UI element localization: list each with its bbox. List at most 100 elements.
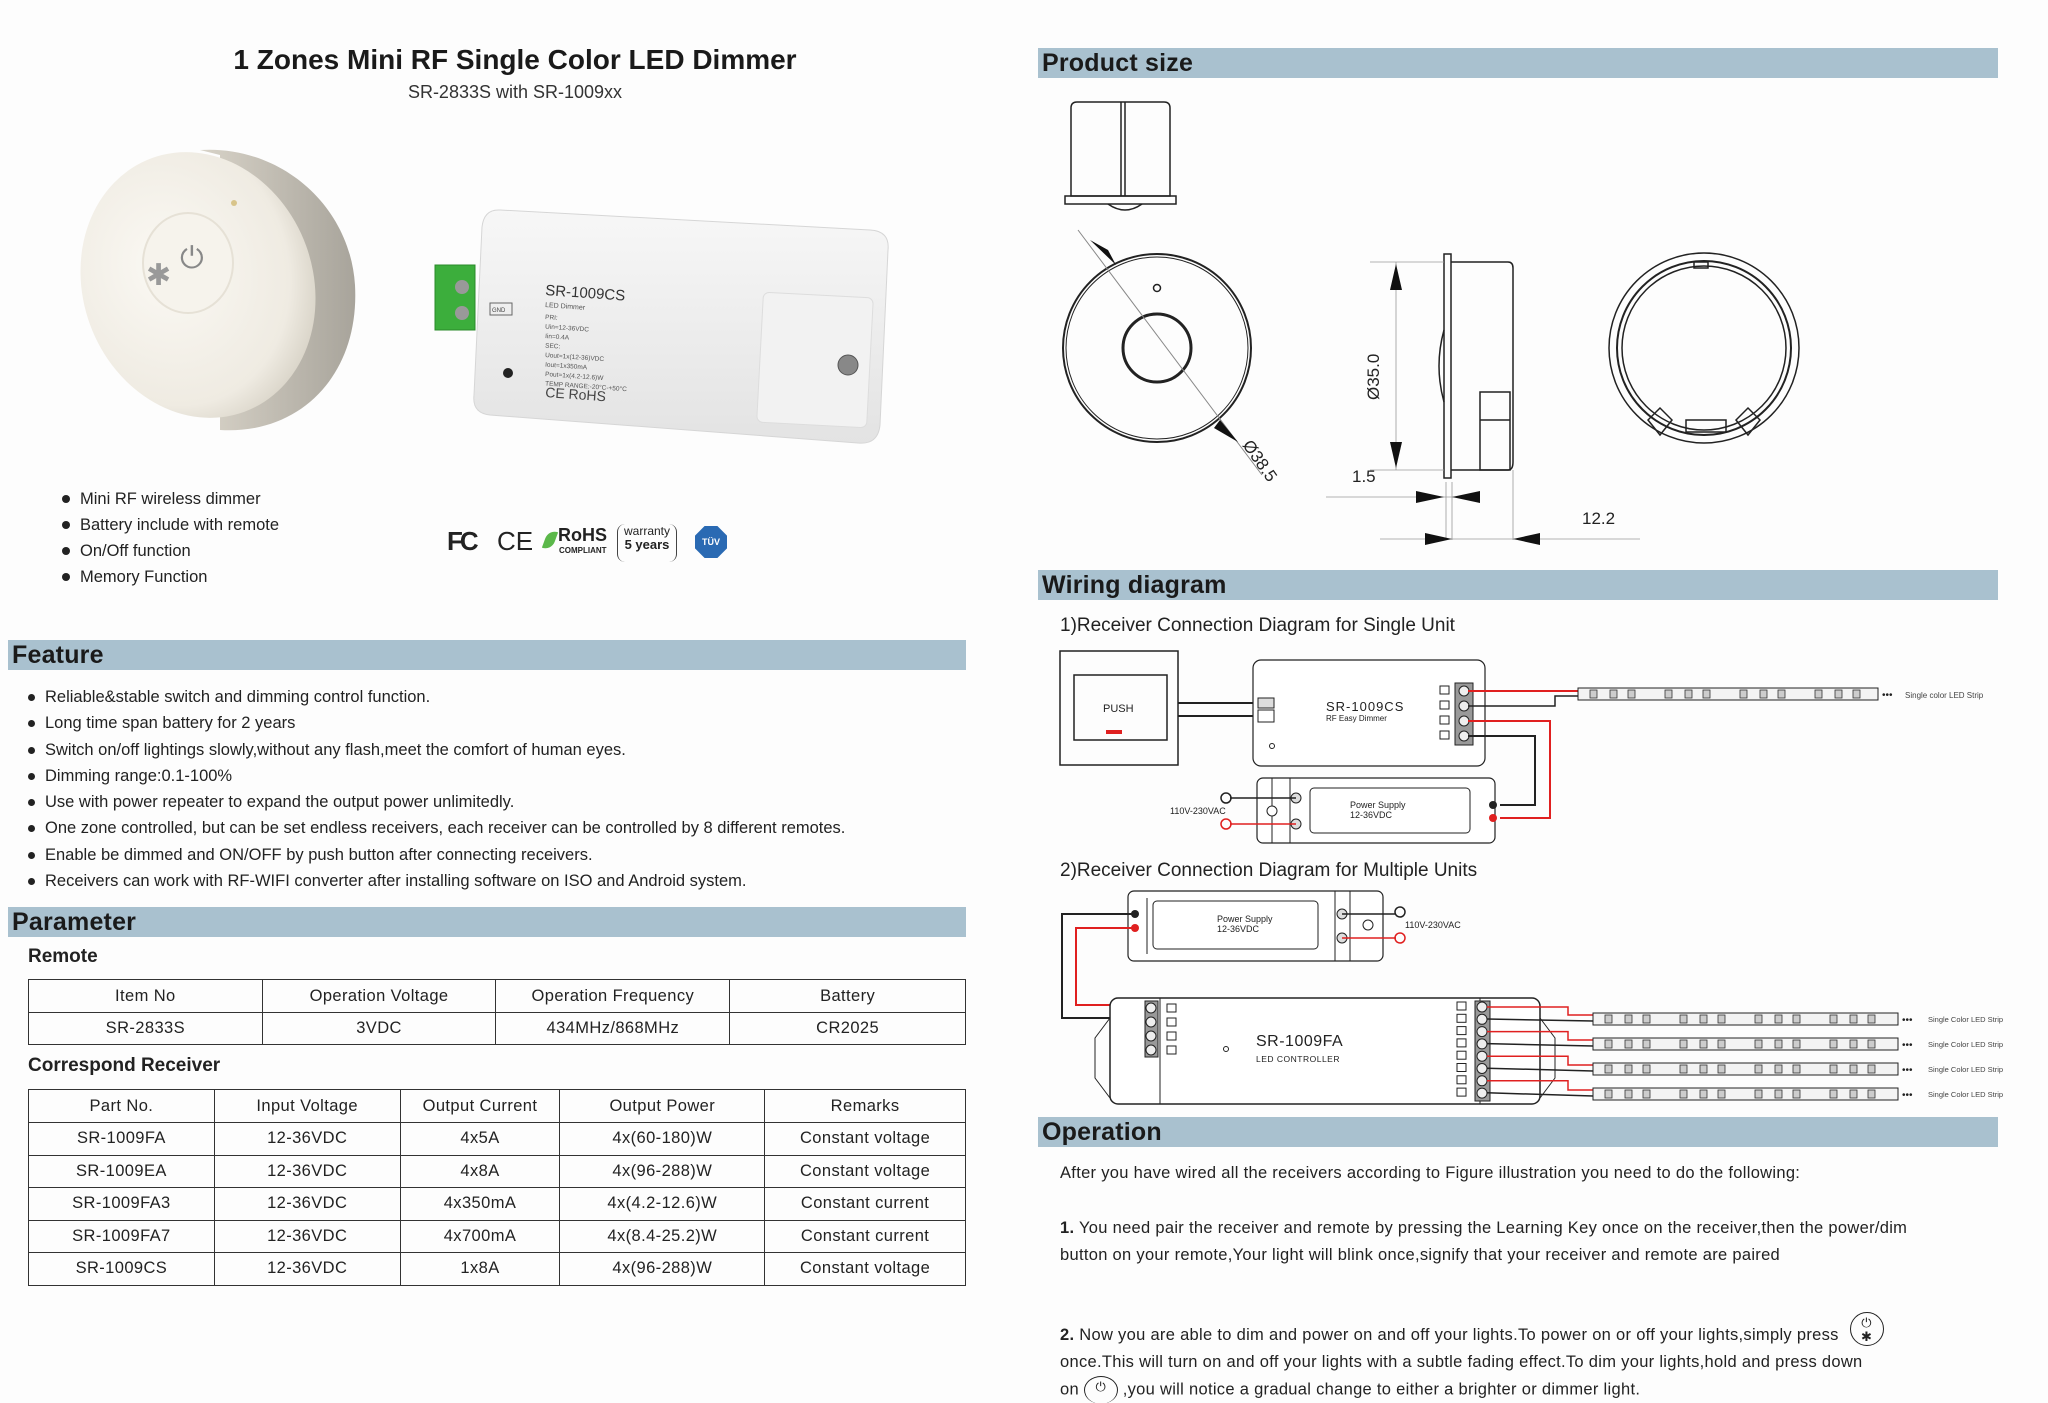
single-unit-wiring-diagram: PUSH SR-1009CS RF Easy Dimmer ••• Single… bbox=[1059, 650, 1984, 844]
led-chip bbox=[1792, 1039, 1801, 1049]
back-view bbox=[1608, 252, 1800, 444]
single-strip-label: Single color LED Strip bbox=[1905, 691, 1984, 700]
column-header: Remarks bbox=[764, 1089, 966, 1123]
front-view: Ø38.5 bbox=[1062, 229, 1281, 485]
led-strip bbox=[1592, 1012, 1899, 1026]
fcc-logo: FC bbox=[447, 526, 479, 556]
svg-text:•••: ••• bbox=[1902, 1065, 1913, 1076]
table-cell: Constant voltage bbox=[764, 1252, 966, 1286]
led-chip bbox=[1754, 1089, 1763, 1099]
resistor bbox=[1774, 1089, 1783, 1099]
receiver-spec-line: Iout=1x350mA bbox=[545, 362, 588, 372]
led-chip bbox=[1604, 1089, 1613, 1099]
multi-strip-label: Single Color LED Strip bbox=[1928, 1090, 2003, 1099]
led-chip bbox=[1642, 1014, 1651, 1024]
table-cell: 1x8A bbox=[399, 1252, 561, 1286]
receiver-sr-1009cs bbox=[1252, 659, 1486, 767]
svg-text:GND: GND bbox=[492, 308, 506, 314]
controller-sr-1009fa bbox=[1109, 997, 1541, 1105]
table-cell: SR-1009FA3 bbox=[28, 1187, 215, 1221]
resistor bbox=[1849, 1039, 1858, 1049]
remote-subtitle: Remote bbox=[28, 946, 98, 967]
svg-text:Power Supply: Power Supply bbox=[1350, 800, 1406, 810]
svg-text:•••: ••• bbox=[1902, 1040, 1913, 1051]
column-header: Operation Voltage bbox=[261, 979, 497, 1013]
led-chip bbox=[1679, 1089, 1688, 1099]
side-profile-top bbox=[1064, 101, 1177, 211]
led-chip bbox=[1867, 1039, 1876, 1049]
table-cell: 4x(60-180)W bbox=[559, 1122, 766, 1156]
svg-text:12-36VDC: 12-36VDC bbox=[1217, 924, 1260, 934]
table-cell: 4x(4.2-12.6)W bbox=[559, 1187, 766, 1221]
table-cell: 434MHz/868MHz bbox=[495, 1012, 731, 1045]
resistor bbox=[1774, 1064, 1783, 1074]
receiver-photo: SR-1009CS LED Dimmer PRI:Uin=12-36VDCIin… bbox=[434, 209, 889, 444]
tuv-logo: TÜV bbox=[695, 526, 727, 558]
resistor bbox=[1624, 1089, 1633, 1099]
table-cell: Constant current bbox=[764, 1219, 966, 1253]
led-chip bbox=[1717, 1039, 1726, 1049]
table-cell: 12-36VDC bbox=[213, 1219, 401, 1253]
svg-text:LED CONTROLLER: LED CONTROLLER bbox=[1256, 1054, 1340, 1064]
led-strip bbox=[1592, 1062, 1899, 1076]
operation-step-2: 2. Now you are able to dim and power on … bbox=[1060, 1311, 2020, 1403]
highlight-item: Battery include with remote bbox=[62, 512, 279, 538]
led-chip bbox=[1717, 1064, 1726, 1074]
svg-text:Power Supply: Power Supply bbox=[1217, 914, 1273, 924]
led-chip bbox=[1867, 1064, 1876, 1074]
resistor bbox=[1849, 1064, 1858, 1074]
rohs-compliant: COMPLIANT bbox=[559, 546, 607, 555]
feature-item: One zone controlled, but can be set endl… bbox=[28, 815, 845, 841]
power-supply bbox=[1256, 777, 1496, 844]
led-chip bbox=[1792, 1014, 1801, 1024]
resistor bbox=[1849, 1014, 1858, 1024]
led-chip bbox=[1792, 1064, 1801, 1074]
receiver-photo-model: SR-1009CS bbox=[545, 282, 626, 305]
multi-strip-label: Single Color LED Strip bbox=[1928, 1015, 2003, 1024]
resistor bbox=[1699, 1089, 1708, 1099]
resistor bbox=[1684, 689, 1693, 699]
dim-height-label: Ø35.0 bbox=[1364, 354, 1383, 400]
led-chip bbox=[1754, 1064, 1763, 1074]
led-chip bbox=[1664, 689, 1673, 699]
resistor bbox=[1624, 1039, 1633, 1049]
svg-text:LED Dimmer: LED Dimmer bbox=[545, 302, 586, 312]
receiver-spec-line: SEC: bbox=[545, 343, 561, 351]
resistor bbox=[1624, 1014, 1633, 1024]
feature-section-header: Feature bbox=[8, 640, 966, 670]
led-chip bbox=[1867, 1089, 1876, 1099]
svg-text:PUSH: PUSH bbox=[1103, 703, 1134, 715]
dim-icon: ✱ bbox=[146, 259, 171, 292]
ce-logo: CE bbox=[497, 526, 534, 556]
svg-text:•••: ••• bbox=[1902, 1015, 1913, 1026]
highlight-item: Memory Function bbox=[62, 564, 279, 590]
table-cell: Constant current bbox=[764, 1187, 966, 1221]
multi-ac-label: 110V-230VAC bbox=[1405, 920, 1461, 930]
resistor bbox=[1624, 1064, 1633, 1074]
operation-section-header: Operation bbox=[1038, 1117, 1998, 1147]
terminal-screw bbox=[1476, 1050, 1488, 1062]
led-chip bbox=[1679, 1039, 1688, 1049]
table-cell: Constant voltage bbox=[764, 1154, 966, 1188]
parameter-section-header: Parameter bbox=[8, 907, 966, 937]
multiple-units-wiring-diagram: Power Supply 12-36VDC 110V-230VAC SR-100… bbox=[1061, 890, 2003, 1105]
product-size-drawing: Ø38.5 Ø35.0 1.5 12.2 bbox=[1062, 101, 1800, 545]
led-chip bbox=[1642, 1039, 1651, 1049]
led-strip bbox=[1592, 1037, 1899, 1051]
terminal-screw bbox=[1145, 1030, 1157, 1042]
dim-depth-label: 12.2 bbox=[1582, 509, 1615, 528]
led-strip bbox=[1592, 1087, 1899, 1101]
led-chip bbox=[1604, 1039, 1613, 1049]
resistor bbox=[1699, 1039, 1708, 1049]
resistor bbox=[1849, 1089, 1858, 1099]
feature-item: Switch on/off lightings slowly,without a… bbox=[28, 737, 845, 763]
receiver-spec-line: Uout=1x(12-36)VDC bbox=[545, 352, 605, 363]
feature-item: Receivers can work with RF-WIFI converte… bbox=[28, 868, 845, 894]
table-cell: 12-36VDC bbox=[213, 1154, 401, 1188]
remote-photo: ⏻ ✱ bbox=[80, 149, 356, 431]
svg-text:RF Easy Dimmer: RF Easy Dimmer bbox=[1326, 714, 1387, 723]
